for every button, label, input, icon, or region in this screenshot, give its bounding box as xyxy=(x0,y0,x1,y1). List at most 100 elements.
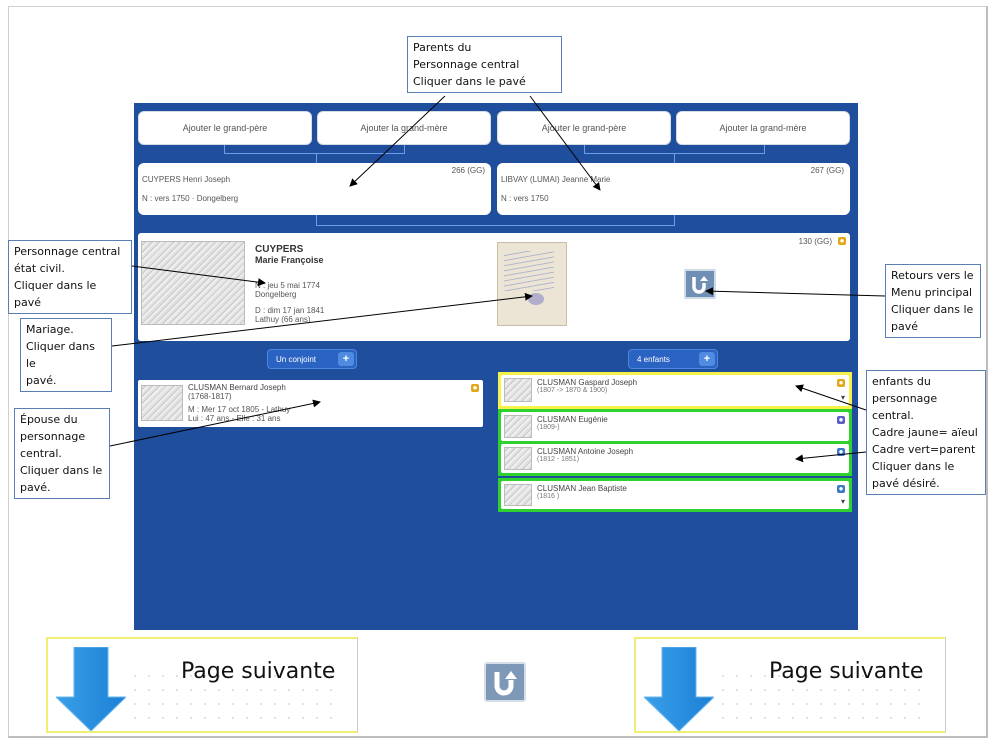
child-card[interactable]: CLUSMAN Gaspard Joseph (1807 -> 1870 & 1… xyxy=(501,375,849,406)
return-menu-icon[interactable] xyxy=(684,269,716,299)
callout-line: personnage xyxy=(20,430,86,443)
child-card[interactable]: CLUSMAN Antoine Joseph (1812 - 1851) ● xyxy=(501,444,849,473)
connector-line xyxy=(674,153,675,163)
child-thumbnail xyxy=(504,484,532,506)
person-icon: ● xyxy=(838,236,846,245)
birth-certificate-image[interactable] xyxy=(141,241,245,325)
spouse-pill-label: Un conjoint xyxy=(276,354,317,364)
mother-name: LIBVAY (LUMAI) Jeanne Marie xyxy=(501,175,611,184)
callout-line: Cliquer dans le pavé xyxy=(14,279,97,309)
mother-id: 267 (GG) xyxy=(810,166,844,175)
callout-line: Cadre jaune= aïeul xyxy=(872,426,978,439)
callout-line: Menu principal xyxy=(891,286,973,299)
father-name: CUYPERS Henri Joseph xyxy=(142,175,231,184)
children-toggle-button[interactable]: 4 enfants + xyxy=(628,349,718,369)
next-page-button-right[interactable]: Page suivante xyxy=(634,637,946,733)
child-card[interactable]: CLUSMAN Jean Baptiste (1816 ) ● ▾ xyxy=(501,481,849,509)
connector-line xyxy=(316,225,675,226)
return-menu-icon[interactable] xyxy=(484,662,526,702)
person-icon: ● xyxy=(837,378,845,387)
callout-children: enfants du personnage central. Cadre jau… xyxy=(866,370,986,495)
chevron-down-icon[interactable]: ▾ xyxy=(840,497,845,506)
arrow-down-icon xyxy=(644,647,714,731)
mother-info: N : vers 1750 xyxy=(501,194,549,203)
child-name: CLUSMAN Antoine Joseph xyxy=(537,447,634,456)
spouse-card[interactable]: CLUSMAN Bernard Joseph (1768-1817) M : M… xyxy=(138,380,483,427)
add-grandmother-paternal-button[interactable]: Ajouter la grand-mère xyxy=(317,111,491,145)
callout-line: pavé. xyxy=(26,374,57,387)
callout-line: central. xyxy=(20,447,62,460)
child-thumbnail xyxy=(504,415,532,438)
callout-line: Personnage central xyxy=(413,58,520,71)
spouse-dates: (1768-1817) xyxy=(188,392,232,401)
callout-line: Parents du xyxy=(413,41,472,54)
child-card[interactable]: CLUSMAN Eugénie (1809-) ● xyxy=(501,412,849,441)
callout-spouse: Épouse du personnage central. Cliquer da… xyxy=(14,408,110,499)
genealogy-panel: Ajouter le grand-père Ajouter la grand-m… xyxy=(134,103,858,630)
spouse-toggle-button[interactable]: Un conjoint + xyxy=(267,349,357,369)
callout-marriage: Mariage. Cliquer dans le pavé. xyxy=(20,318,112,392)
central-person-card[interactable]: CUYPERS Marie Françoise N : jeu 5 mai 17… xyxy=(138,233,850,341)
callout-line: central. xyxy=(872,409,914,422)
next-page-label: Page suivante xyxy=(769,659,924,684)
children-pill-label: 4 enfants xyxy=(637,354,670,364)
spouse-name: CLUSMAN Bernard Joseph xyxy=(188,383,286,392)
callout-line: état civil. xyxy=(14,262,65,275)
callout-line: Cliquer dans le xyxy=(872,460,955,473)
connector-line xyxy=(316,215,317,225)
callout-line: Épouse du xyxy=(20,413,78,426)
add-grandfather-paternal-button[interactable]: Ajouter le grand-père xyxy=(138,111,312,145)
next-page-label: Page suivante xyxy=(181,659,336,684)
central-birth-place: Dongelberg xyxy=(255,290,297,299)
callout-line: Cliquer dans le pavé xyxy=(413,75,526,88)
add-grandfather-maternal-button[interactable]: Ajouter le grand-père xyxy=(497,111,671,145)
child-dates: (1816 ) xyxy=(537,493,560,500)
connector-line xyxy=(764,145,765,153)
child-thumbnail xyxy=(504,378,532,402)
chevron-down-icon[interactable]: ▾ xyxy=(840,393,845,402)
decorative-dots xyxy=(128,669,338,719)
mother-card[interactable]: LIBVAY (LUMAI) Jeanne Marie 267 (GG) N :… xyxy=(497,163,850,215)
marriage-info: M : Mer 17 oct 1805 - Lathuy xyxy=(188,405,291,414)
child-thumbnail xyxy=(504,447,532,470)
add-grandmother-maternal-button[interactable]: Ajouter la grand-mère xyxy=(676,111,850,145)
callout-line: personnage xyxy=(872,392,938,405)
central-surname: CUYPERS xyxy=(255,244,304,255)
decorative-dots xyxy=(716,669,926,719)
person-icon: ● xyxy=(837,447,845,456)
child-name: CLUSMAN Jean Baptiste xyxy=(537,484,627,493)
callout-line: Personnage central xyxy=(14,245,121,258)
father-id: 266 (GG) xyxy=(451,166,485,175)
add-spouse-icon[interactable]: + xyxy=(338,352,354,366)
connector-line xyxy=(674,215,675,225)
callout-line: Cliquer dans le xyxy=(891,303,974,316)
arrow-down-icon xyxy=(56,647,126,731)
next-page-button-left[interactable]: Page suivante xyxy=(46,637,358,733)
callout-line: pavé désiré. xyxy=(872,477,940,490)
add-child-icon[interactable]: + xyxy=(699,352,715,366)
central-death: D : dim 17 jan 1841 xyxy=(255,306,325,315)
callout-line: enfants du xyxy=(872,375,931,388)
child-dates: (1807 -> 1870 & 1900) xyxy=(537,387,608,394)
connector-line xyxy=(316,153,317,163)
callout-line: pavé. xyxy=(20,481,51,494)
connector-line xyxy=(224,153,405,154)
callout-line: Mariage. xyxy=(26,323,74,336)
marriage-certificate-image[interactable] xyxy=(497,242,567,326)
father-info: N : vers 1750 · Dongelberg xyxy=(142,194,239,203)
callout-line: Retours vers le xyxy=(891,269,974,282)
page-frame xyxy=(8,6,988,738)
callout-menu: Retours vers le Menu principal Cliquer d… xyxy=(885,264,981,338)
connector-line xyxy=(224,145,225,153)
father-card[interactable]: CUYPERS Henri Joseph 266 (GG) N : vers 1… xyxy=(138,163,491,215)
person-icon: ● xyxy=(837,484,845,493)
callout-parents: Parents du Personnage central Cliquer da… xyxy=(407,36,562,93)
spouse-thumbnail xyxy=(141,385,183,421)
connector-line xyxy=(584,145,585,153)
marriage-ages: Lui : 47 ans - Elle : 31 ans xyxy=(188,414,281,423)
callout-line: pavé xyxy=(891,320,919,333)
child-name: CLUSMAN Eugénie xyxy=(537,415,608,424)
connector-line xyxy=(404,145,405,153)
callout-central: Personnage central état civil. Cliquer d… xyxy=(8,240,132,314)
child-dates: (1809-) xyxy=(537,424,560,431)
